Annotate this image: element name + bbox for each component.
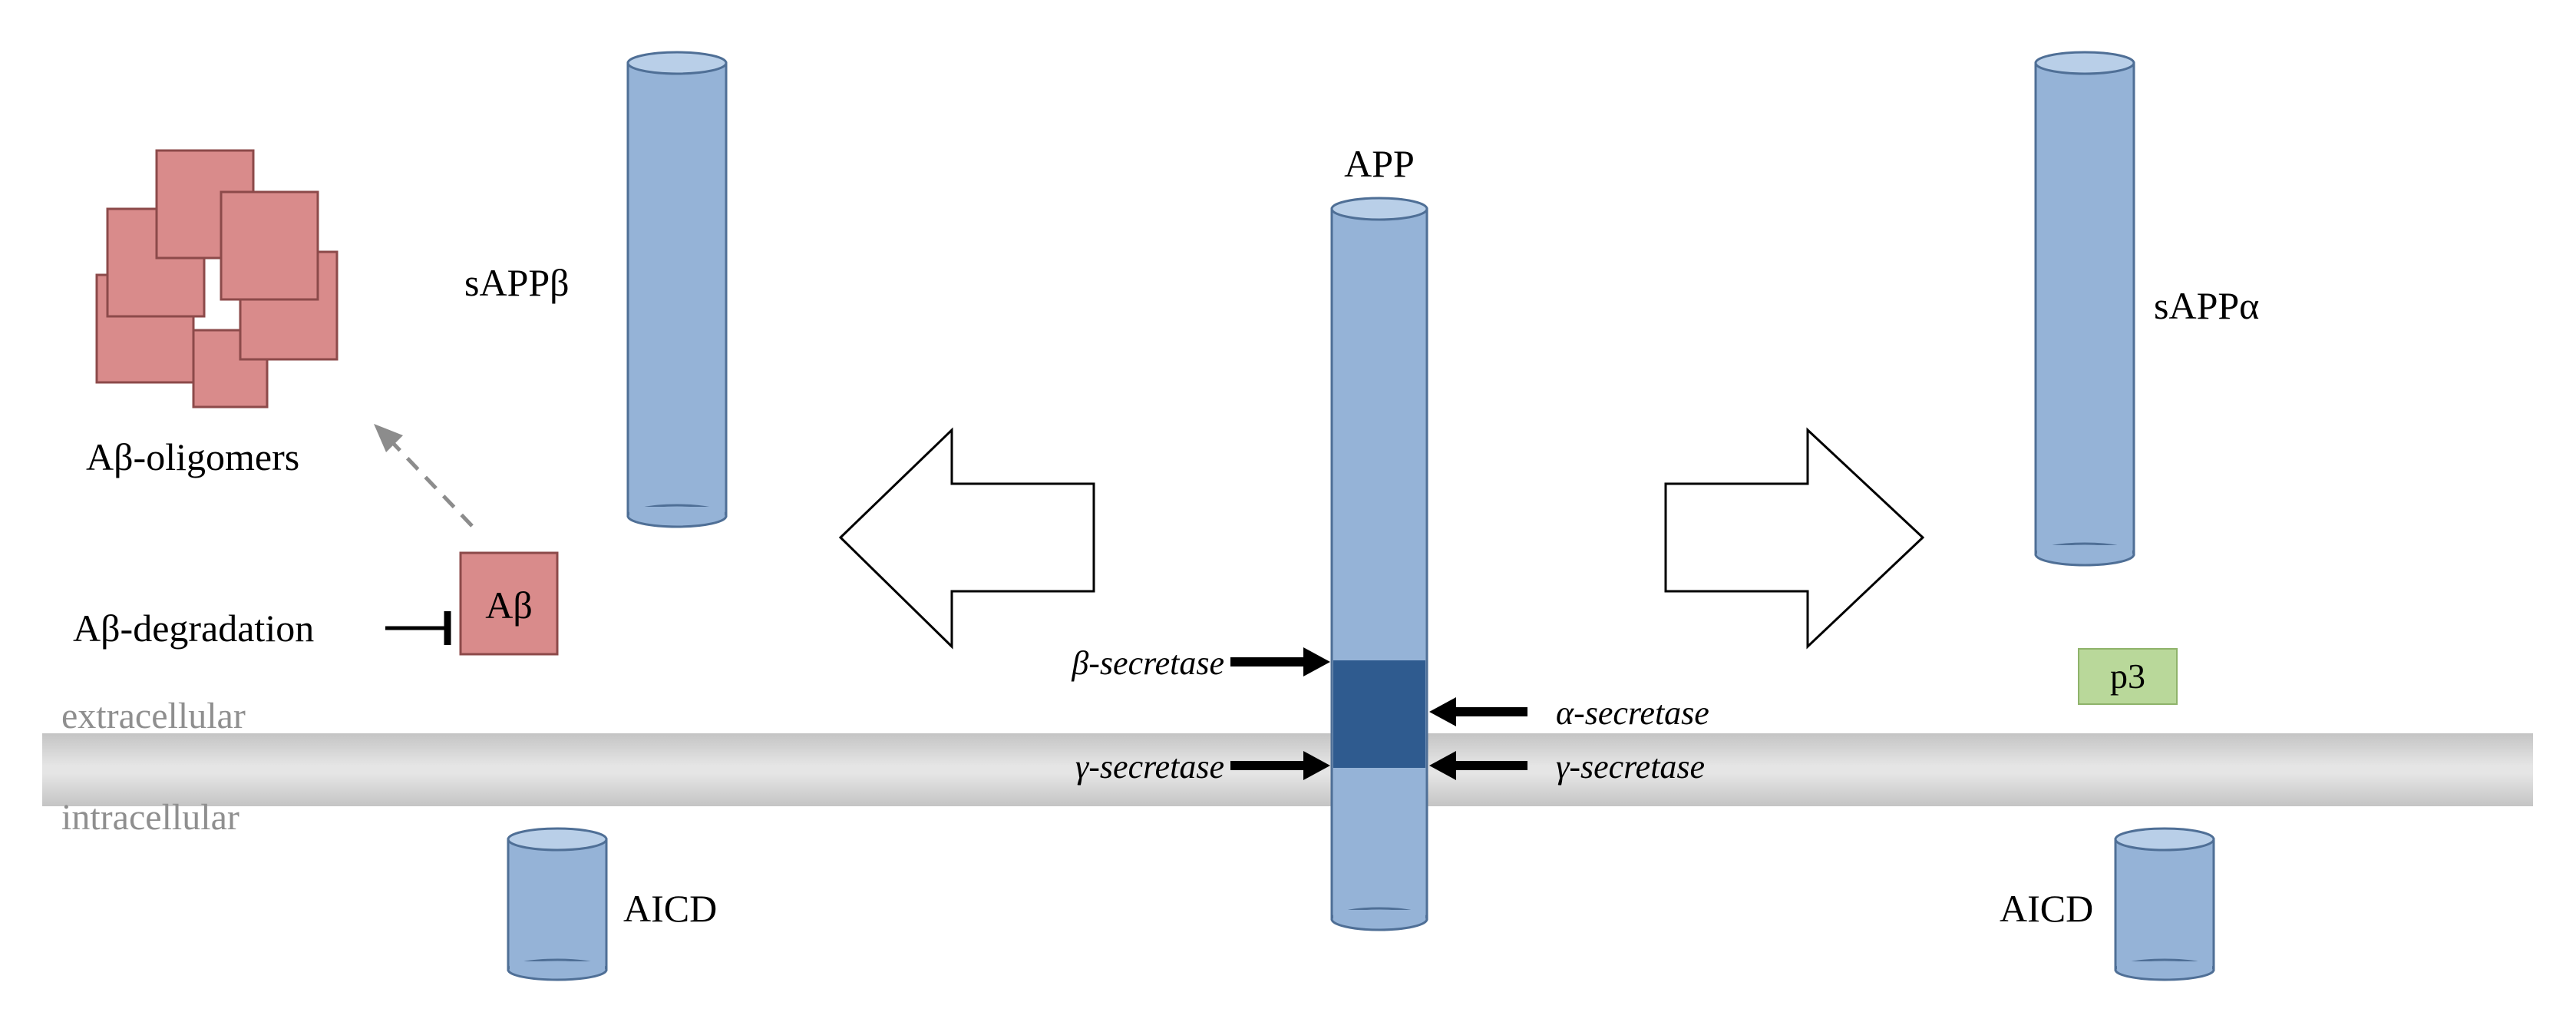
sapp-beta-label: sAPPβ [464,261,570,304]
gamma-secretase-right-arrow [1429,751,1527,780]
abeta-box [459,551,559,656]
extracellular-label: extracellular [61,696,246,736]
beta-secretase-arrow [1230,647,1330,676]
app-cylinder [1330,197,1428,931]
alpha-secretase-label: α-secretase [1556,694,1709,732]
app-cleavage-segment [1333,660,1425,768]
abeta-degradation-label: Aβ-degradation [73,607,314,650]
gamma-secretase-left-arrow [1230,751,1330,780]
abeta-label: Aβ [485,584,533,627]
inhibition-bar-icon [385,611,451,645]
beta-secretase-label: β-secretase [1071,644,1224,682]
aicd-right-label: AICD [2000,887,2093,930]
block-arrow-right-icon [1664,427,1925,650]
block-arrow-left-icon [838,427,1095,650]
p3-box [2078,648,2178,705]
dashed-arrow-icon [374,424,474,528]
intracellular-label: intracellular [61,797,239,838]
alpha-secretase-arrow [1429,697,1527,726]
sapp-beta-cylinder [626,51,728,528]
app-label: APP [1344,142,1415,185]
sapp-alpha-cylinder [2034,51,2135,567]
gamma-secretase-right-label: γ-secretase [1556,748,1705,786]
aicd-right-cylinder [2114,827,2215,981]
abeta-oligomers-cluster [95,149,339,408]
aicd-left-cylinder [507,827,608,981]
sapp-alpha-label: sAPPα [2154,284,2259,327]
gamma-secretase-left-label: γ-secretase [1075,748,1224,786]
p3-label: p3 [2110,657,2145,696]
abeta-oligomers-label: Aβ-oligomers [86,435,299,478]
aicd-left-label: AICD [623,887,717,930]
